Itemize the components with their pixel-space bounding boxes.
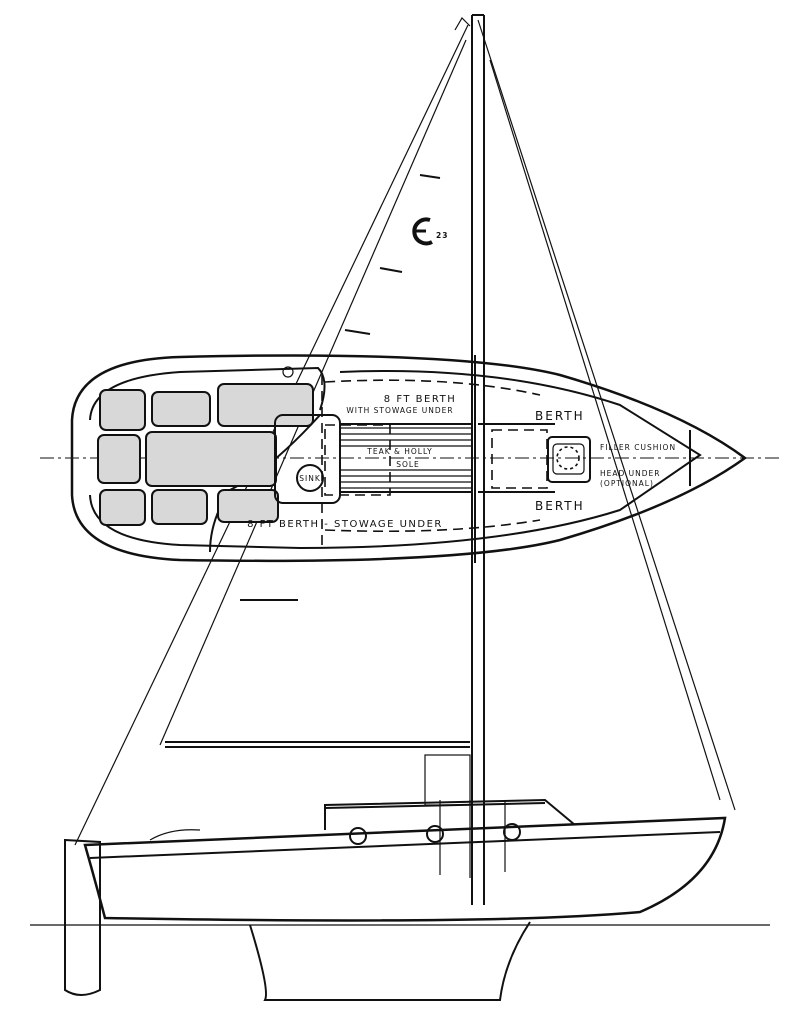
galley <box>274 414 341 504</box>
interior-plan: SINK 8 FT BERTH WITH STOWAGE UNDER TEAK … <box>40 354 780 563</box>
keel <box>249 921 531 1001</box>
hull <box>83 816 727 922</box>
batten <box>379 267 403 273</box>
porthole <box>503 823 521 841</box>
label-head-optional: (OPTIONAL) <box>600 479 654 488</box>
label-sole-1: TEAK & HOLLY <box>366 447 432 456</box>
label-berth-starboard: 8 FT BERTH - STOWAGE UNDER <box>247 519 443 530</box>
label-berth-port: 8 FT BERTH <box>384 394 456 405</box>
porthole <box>426 825 444 843</box>
hull-profile <box>30 754 770 1001</box>
head <box>547 436 591 483</box>
label-filler-cushion: FILLER CUSHION <box>600 443 676 452</box>
sink <box>296 464 324 492</box>
forestay <box>477 19 736 811</box>
rudder <box>64 838 101 996</box>
batten <box>344 329 371 335</box>
batten <box>419 174 441 179</box>
label-sole-2: SOLE <box>396 460 420 469</box>
porthole <box>349 827 367 845</box>
sole <box>340 423 472 493</box>
label-head-under: HEAD UNDER <box>600 469 661 478</box>
class-logo: 23 <box>412 217 448 246</box>
jib-luff <box>489 59 721 801</box>
label-vberth-top: BERTH <box>535 409 585 423</box>
cabin <box>324 798 576 830</box>
label-vberth-bottom: BERTH <box>535 499 585 513</box>
label-sink: SINK <box>299 474 321 483</box>
logo-number: 23 <box>436 231 448 240</box>
label-berth-port-sub: WITH STOWAGE UNDER <box>346 406 453 415</box>
